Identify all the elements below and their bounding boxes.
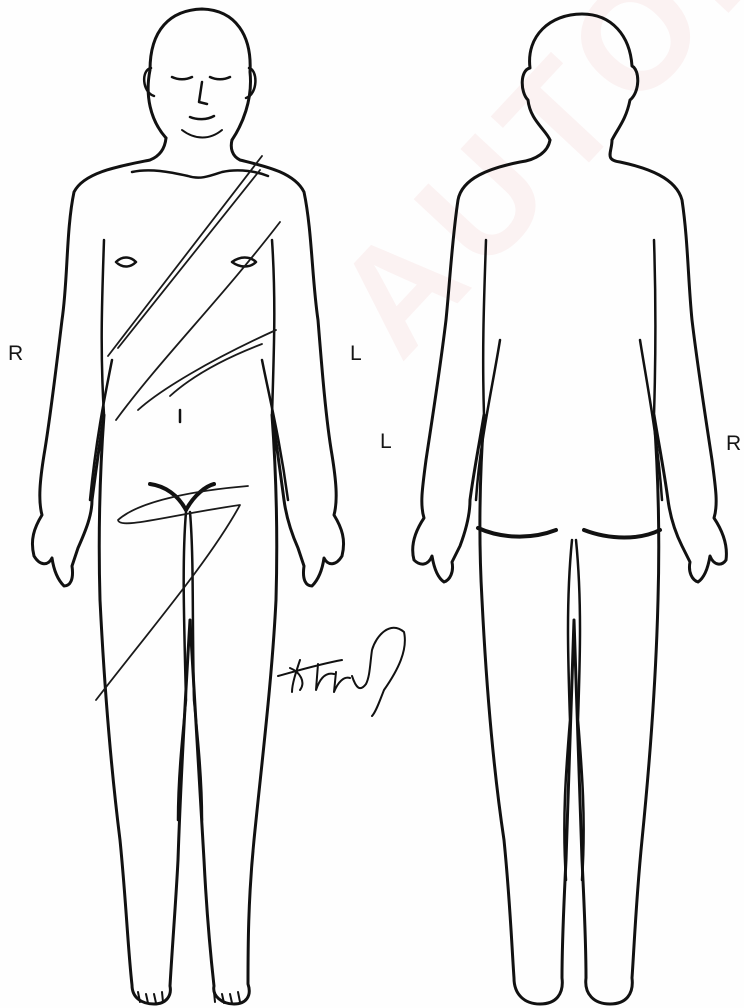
front-chin bbox=[182, 130, 222, 138]
back-right-side-label: R bbox=[726, 433, 741, 454]
back-buttocks bbox=[478, 528, 660, 538]
back-left-side-label: L bbox=[380, 431, 392, 452]
examiner-signature bbox=[278, 628, 405, 716]
front-mouth bbox=[190, 116, 214, 119]
front-groin bbox=[150, 484, 214, 510]
front-right-inner-arm bbox=[102, 240, 104, 415]
front-left-inner-arm bbox=[272, 240, 274, 415]
front-body-figure bbox=[32, 9, 343, 1004]
front-left-side-label: L bbox=[350, 343, 362, 364]
front-nose bbox=[199, 82, 207, 104]
back-left-inner-arm bbox=[654, 240, 656, 415]
front-head bbox=[148, 9, 250, 140]
front-eyes bbox=[172, 77, 230, 79]
front-scribble-lines bbox=[96, 156, 280, 700]
back-body-figure bbox=[413, 14, 727, 1004]
front-right-side-label: R bbox=[8, 343, 23, 364]
back-right-inner-arm bbox=[483, 240, 486, 415]
front-body-outline bbox=[32, 138, 343, 1004]
back-head bbox=[522, 14, 638, 140]
